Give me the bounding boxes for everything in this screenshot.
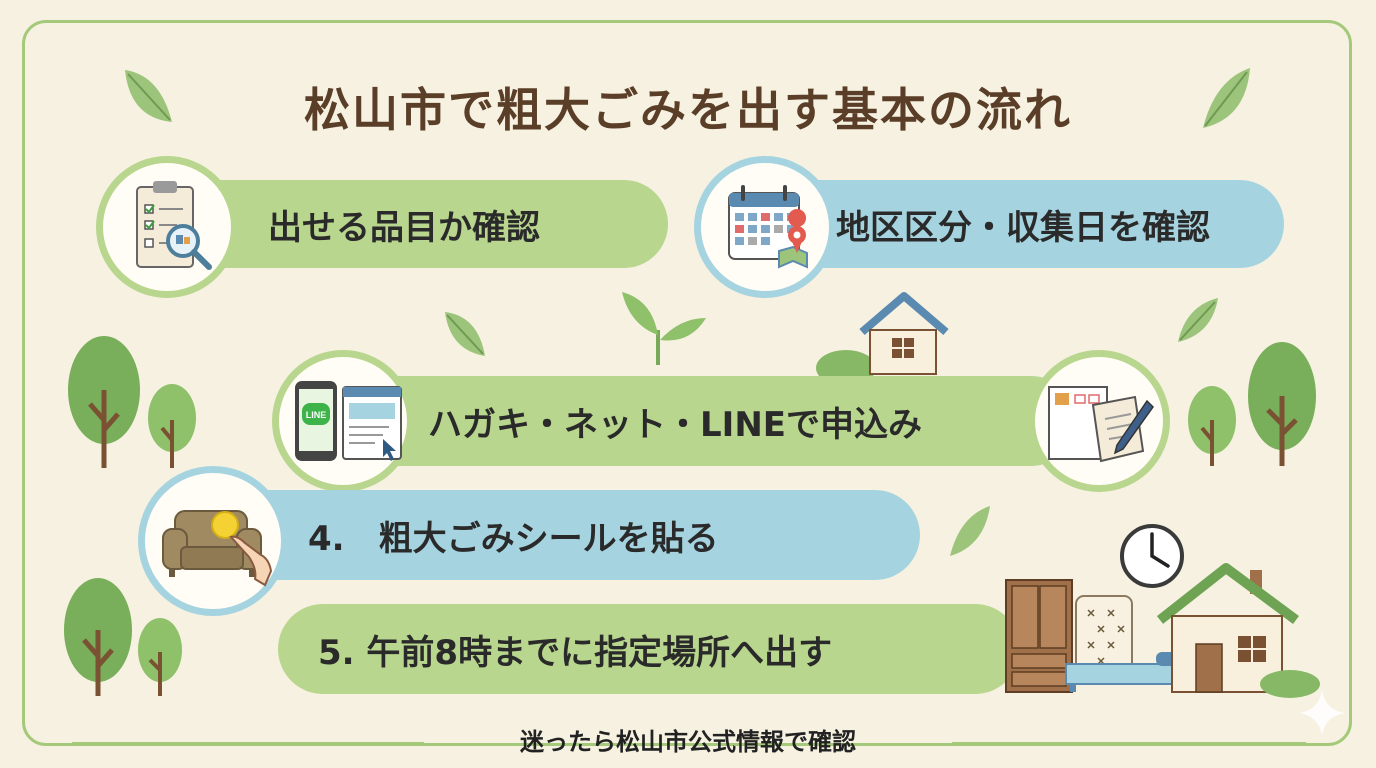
line-logo-text: LINE [306, 410, 327, 420]
tree-icon [64, 578, 132, 696]
sprout-icon [622, 292, 706, 365]
calendar-map-pin-icon [728, 185, 808, 269]
postcard-pen-icon [1048, 386, 1154, 463]
leaf-icon [1178, 298, 1218, 342]
step-4-icon-circle [138, 466, 288, 616]
step-1-icon-circle [96, 156, 238, 298]
leaf-icon [125, 70, 172, 122]
footer-line-left [72, 742, 424, 745]
frame-border [22, 20, 1352, 746]
tree-icon [68, 336, 140, 468]
step-5-pill: 5. 午前8時までに指定場所へ出す [278, 604, 1020, 694]
leaf-icon [1203, 68, 1250, 128]
tree-icon [1248, 342, 1316, 466]
tree-icon [148, 384, 196, 468]
leaf-icon [445, 312, 485, 356]
step-2-pill: 地区区分・収集日を確認 [770, 180, 1284, 268]
house-icon [816, 292, 949, 386]
tree-icon [138, 618, 182, 696]
step-4-pill: 4. 粗大ごみシールを貼る [222, 490, 920, 580]
step-1-pill: 出せる品目か確認 [160, 180, 668, 268]
step-2-text: 地区区分・収集日を確認 [836, 207, 1210, 248]
step-1-text: 出せる品目か確認 [268, 207, 540, 248]
footer-note: 迷ったら松山市公式情報で確認 [520, 728, 856, 756]
step-3-icon-circle: LINE [272, 350, 414, 492]
phone-browser-icon: LINE [295, 381, 402, 461]
step-5-text: 5. 午前8時までに指定場所へ出す [318, 632, 833, 673]
footer-line-right [952, 742, 1306, 745]
step-3-text: ハガキ・ネット・LINEで申込み [428, 404, 922, 445]
sofa-sticker-hand-icon [162, 510, 273, 587]
step-3-right-circle [1028, 350, 1170, 492]
step-4-text: 4. 粗大ごみシールを貼る [308, 518, 719, 559]
leaf-icon [950, 506, 990, 556]
sparkle-icon [1299, 690, 1345, 736]
page-title: 松山市で粗大ごみを出す基本の流れ [304, 83, 1072, 137]
clipboard-magnifier-icon [136, 181, 212, 270]
step-2-icon-circle [694, 156, 836, 298]
tree-icon [1188, 386, 1236, 466]
step-3-pill: ハガキ・ネット・LINEで申込み [346, 376, 1076, 466]
